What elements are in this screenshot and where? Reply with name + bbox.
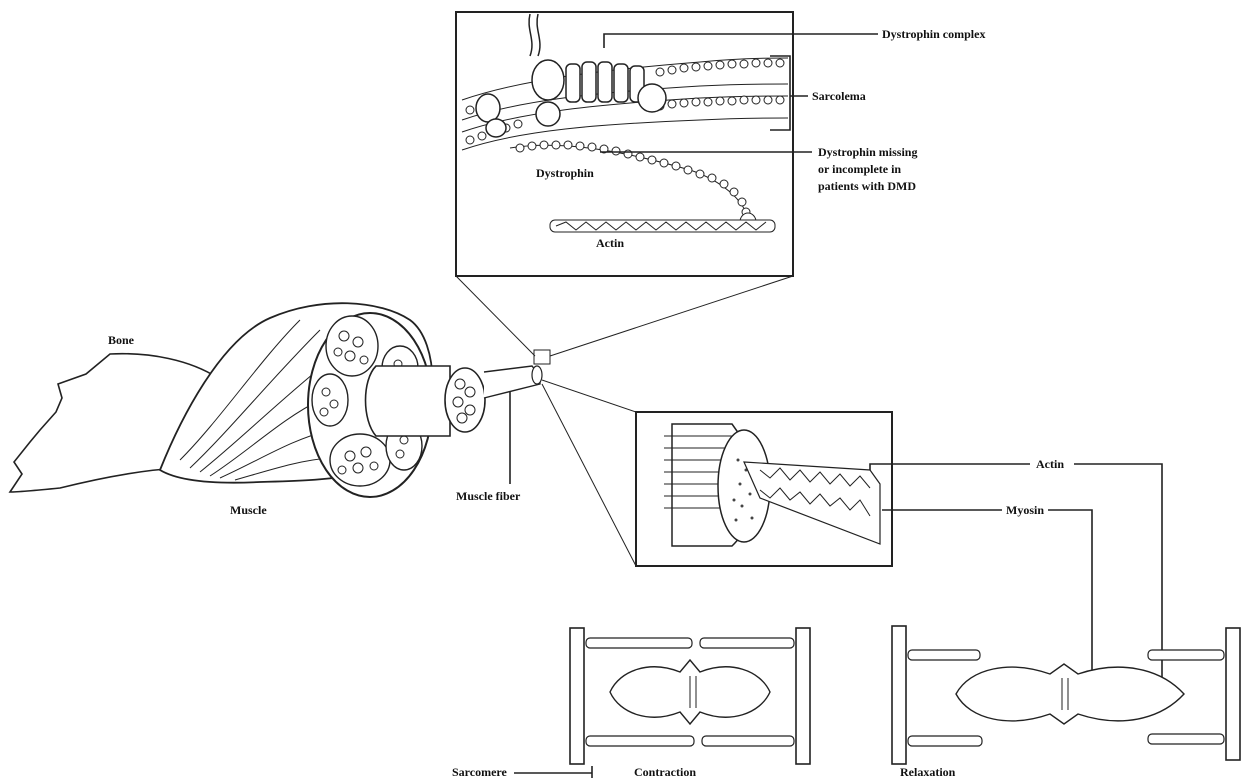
zoom-source-box [534,350,550,364]
label-sarcolema: Sarcolema [812,89,866,103]
fascicle [366,366,451,436]
myofibril-inset [636,412,892,566]
label-dystrophin-missing-line1: Dystrophin missing [818,145,917,159]
sarcomere-relaxation [892,626,1240,764]
myosin-leader-b [1048,510,1092,680]
label-actin-inset: Actin [596,236,624,250]
label-contraction: Contraction [634,765,696,778]
dystrophin-inset [456,12,793,276]
actin-right-leader-b [1074,464,1162,680]
z-disc-right [1226,628,1240,760]
label-dystrophin-complex: Dystrophin complex [882,27,985,41]
z-disc-left [570,628,584,764]
label-actin: Actin [1036,457,1064,471]
label-muscle: Muscle [230,503,267,517]
label-relaxation: Relaxation [900,765,956,778]
actin-right-leader-a [870,464,1030,470]
label-dystrophin: Dystrophin [536,166,594,180]
myosin-thick-filament [956,664,1184,724]
sarcomere-scale-bar [514,766,592,778]
label-muscle-fiber: Muscle fiber [456,489,521,503]
label-dystrophin-missing-line3: patients with DMD [818,179,916,193]
label-dystrophin-missing-line2: or incomplete in [818,162,901,176]
zoom-lines-myofibril [542,380,636,566]
label-myosin: Myosin [1006,503,1044,517]
sarcomere-contraction [570,628,810,764]
muscle-illustration [160,303,542,497]
label-bone: Bone [108,333,135,347]
z-disc-right [796,628,810,764]
right-callout-lines [870,464,1162,680]
label-sarcomere: Sarcomere [452,765,508,778]
zoom-lines-top [456,276,793,364]
dystrophin-inset-frame [456,12,793,276]
z-disc-left [892,626,906,764]
muscle-fiber-tube [484,366,540,398]
inset-actin-filament [550,220,775,232]
